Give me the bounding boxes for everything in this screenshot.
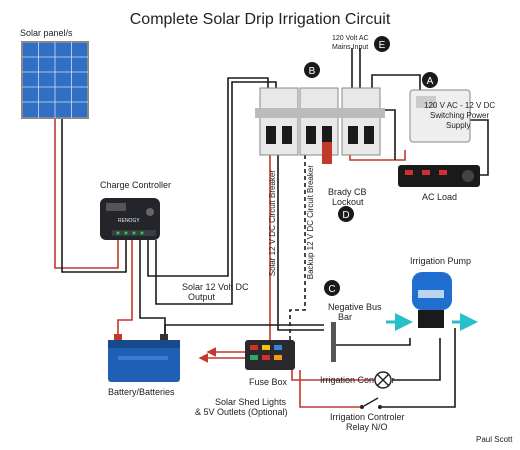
backup-breaker-wire: [289, 155, 306, 340]
panel-positive-wire: [54, 118, 119, 269]
lockout-label-2: Lockout: [332, 197, 364, 207]
charge-controller-label: Charge Controller: [100, 180, 171, 190]
ac-load-label: AC Load: [422, 192, 457, 202]
psu-label-2: Switching Power: [430, 111, 489, 120]
solar-panel: [21, 41, 89, 119]
relay-label-2: Relay N/O: [346, 422, 388, 432]
psu-to-breaker-wire: [349, 150, 406, 161]
output-arrows: [198, 347, 245, 363]
fuse-to-controller-wire: [291, 370, 375, 381]
panel-negative-wire: [61, 118, 127, 273]
controller-to-pump-wire: [392, 338, 441, 381]
solar-output-label-2: Output: [188, 292, 216, 302]
marker-e: E: [374, 36, 390, 52]
wiring: [54, 48, 489, 408]
brady-lockout: [322, 142, 332, 164]
solar-output-label-1: Solar 12 Volt DC: [182, 282, 249, 292]
battery-negative-wire: [139, 240, 166, 335]
neg-bus-label-1: Negative Bus: [328, 302, 382, 312]
solar-panels-label: Solar panel/s: [20, 28, 73, 38]
shed-lights-label-1: Solar Shed Lights: [215, 397, 287, 407]
relay-switch: [360, 397, 382, 409]
controller-brand: RENOGY: [118, 218, 140, 224]
psu-label-3: Supply: [446, 121, 470, 130]
author-label: Paul Scott: [476, 435, 513, 444]
backup-breaker-label: Backup 12 V DC Circuit Breaker: [306, 165, 315, 280]
ac-load-strip: [398, 165, 480, 187]
fuse-to-relay-wire: [299, 370, 360, 408]
relay-to-pump-wire: [382, 328, 456, 408]
relay-label-1: Irrigation Controler: [330, 412, 405, 422]
fuse-box-label: Fuse Box: [249, 377, 288, 387]
mains-label-1: 120 Volt AC: [332, 35, 369, 42]
svg-text:A: A: [427, 76, 434, 87]
ac-to-psu-wire: [371, 74, 421, 90]
psu-label-1: 120 V AC - 12 V DC: [424, 101, 495, 110]
breaker-to-bus-wire: [277, 155, 324, 331]
marker-a: A: [422, 72, 438, 88]
neg-bus-label-2: Bar: [338, 312, 352, 322]
controller-lamp: [374, 371, 392, 389]
marker-b: B: [304, 62, 320, 78]
load-wire-1: [147, 77, 269, 277]
svg-text:B: B: [309, 66, 316, 77]
battery-to-bus-wire: [164, 324, 324, 335]
bus-to-pump-wire: [336, 338, 411, 346]
marker-d: D: [338, 206, 354, 222]
negative-bus-bar: [331, 322, 336, 362]
fuse-box: [245, 340, 295, 370]
battery-positive-wire: [117, 240, 133, 335]
pump-label: Irrigation Pump: [410, 256, 471, 266]
marker-c: C: [324, 280, 340, 296]
breaker-panel: [255, 87, 385, 156]
load-plug-wire: [470, 119, 489, 176]
lockout-label-1: Brady CB: [328, 187, 367, 197]
battery-label: Battery/Batteries: [108, 387, 175, 397]
controller-label: Irrigation Controler: [320, 375, 395, 385]
irrigation-pump: [412, 272, 452, 328]
svg-text:E: E: [379, 40, 386, 51]
svg-text:D: D: [342, 210, 349, 221]
mains-label-2: Mains Input: [332, 44, 368, 51]
charge-controller: RENOGY: [100, 198, 160, 240]
page-title: Complete Solar Drip Irrigation Circuit: [130, 11, 391, 28]
power-supply: [409, 89, 471, 143]
battery: [108, 334, 180, 382]
solar-breaker-label: Solar 12 V DC Circuit Breaker: [268, 170, 277, 277]
svg-text:C: C: [328, 284, 335, 295]
shed-lights-label-2: & 5V Outlets (Optional): [195, 407, 288, 417]
load-wire-2: [155, 81, 277, 305]
